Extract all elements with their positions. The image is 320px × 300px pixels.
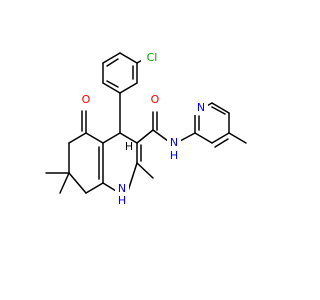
- bond: [211, 132, 230, 144]
- bond-lines: [45, 52, 247, 194]
- label-bg: [148, 93, 162, 107]
- molecule-structure-diagram: Cl O O N H N N H H: [45, 51, 247, 207]
- ring-hydrogen-label: H: [118, 194, 126, 207]
- amide-hydrogen-label: H: [170, 149, 178, 162]
- bond-methyl: [228, 132, 247, 144]
- bond: [136, 129, 154, 144]
- bond: [102, 132, 121, 144]
- label-bg: [167, 136, 181, 150]
- bond: [119, 52, 138, 64]
- bond-inner: [214, 138, 229, 148]
- label-bg: [194, 101, 208, 115]
- stereocenter-hydrogen-label: H: [125, 140, 133, 153]
- bond-inner: [211, 106, 226, 115]
- amide-nitrogen-label: N: [170, 136, 178, 149]
- label-bg: [79, 93, 93, 107]
- bond-to-n: [152, 129, 169, 142]
- bond-inner: [106, 80, 119, 88]
- ring-nitrogen-label: N: [118, 182, 126, 195]
- bond-methyl: [136, 162, 154, 179]
- bond: [194, 132, 213, 144]
- bond: [211, 102, 230, 114]
- bond: [68, 172, 87, 194]
- bond-to-nh: [102, 182, 117, 192]
- bond-to-nh: [127, 162, 138, 192]
- bond: [119, 132, 138, 144]
- ketone-oxygen-label: O: [82, 93, 91, 106]
- bond: [85, 182, 104, 194]
- amide-oxygen-label: O: [151, 93, 160, 106]
- atom-labels: Cl O O N H N N H H: [79, 51, 208, 207]
- bond: [102, 52, 121, 64]
- bond-to-n: [179, 132, 196, 142]
- label-bg: [115, 184, 129, 198]
- bond: [102, 82, 121, 94]
- bond-inner: [106, 58, 119, 67]
- bond-methyl: [59, 172, 70, 194]
- bond: [68, 132, 87, 144]
- label-bg: [141, 51, 161, 65]
- bond: [85, 132, 104, 144]
- pyridine-nitrogen-label: N: [197, 101, 205, 114]
- chlorine-label: Cl: [147, 51, 158, 64]
- bond: [119, 82, 138, 94]
